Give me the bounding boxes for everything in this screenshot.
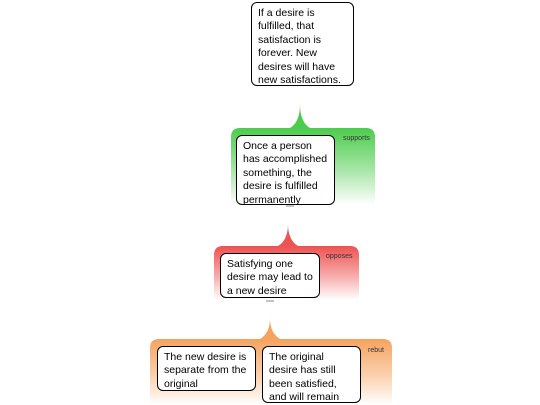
opposes-node[interactable]: Satisfying one desire may lead to a new … <box>220 253 320 298</box>
rebut-node-2-text: The original desire has still been satis… <box>269 351 340 403</box>
root-claim-node[interactable]: If a desire is fulfilled, that satisfact… <box>251 2 354 86</box>
rebut-node-2[interactable]: The original desire has still been satis… <box>262 346 361 403</box>
rebut-node-1[interactable]: The new desire is separate from the orig… <box>157 346 256 391</box>
opposes-connector <box>278 209 298 246</box>
supports-label: supports <box>343 135 370 142</box>
rebut-label: rebut <box>368 347 384 354</box>
supports-node-text: Once a person has accomplished something… <box>243 140 328 205</box>
root-claim-text: If a desire is fulfilled, that satisfact… <box>258 7 341 86</box>
supports-node[interactable]: Once a person has accomplished something… <box>236 135 335 205</box>
rebut-node-1-text: The new desire is separate from the orig… <box>164 351 247 390</box>
supports-connector <box>290 84 310 128</box>
rebut-connector <box>260 302 280 339</box>
opposes-node-text: Satisfying one desire may lead to a new … <box>227 258 313 297</box>
opposes-label: opposes <box>326 253 353 260</box>
